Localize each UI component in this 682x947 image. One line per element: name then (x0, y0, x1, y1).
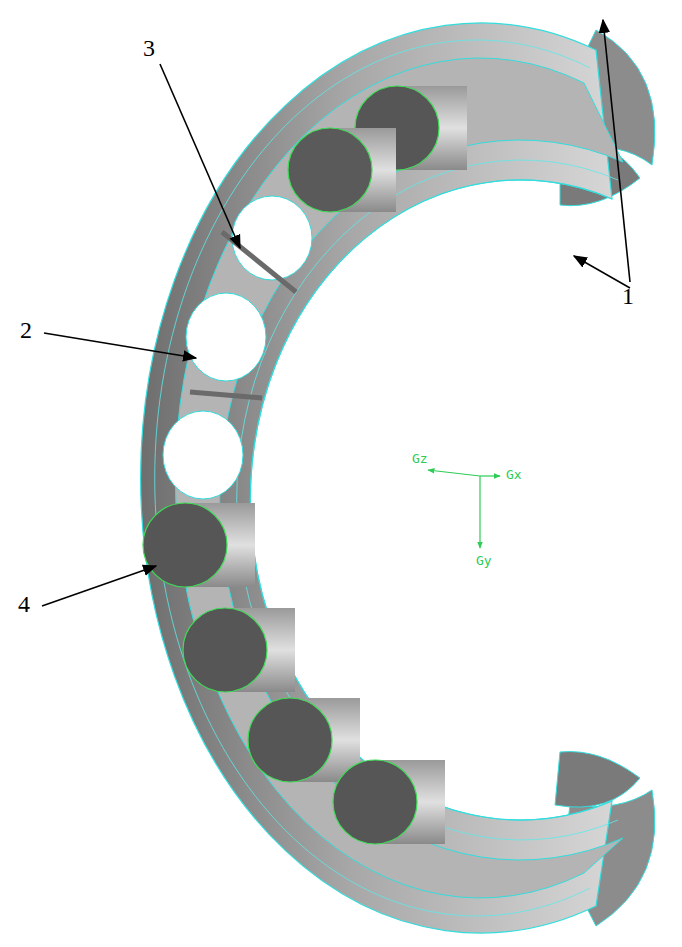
callout-number: 4 (18, 592, 30, 616)
axis-label: Gy (476, 554, 492, 567)
callout-number: 1 (622, 284, 634, 308)
cage-bar (190, 232, 296, 398)
ring-body (141, 23, 612, 933)
roller (143, 86, 467, 844)
leader-line (42, 20, 630, 606)
cage (175, 58, 623, 898)
axis-symbol (428, 470, 500, 548)
axis-label: Gz (412, 452, 428, 465)
axis-label: Gx (506, 468, 522, 481)
callout-number: 3 (143, 36, 155, 60)
callout-number: 2 (20, 318, 32, 342)
